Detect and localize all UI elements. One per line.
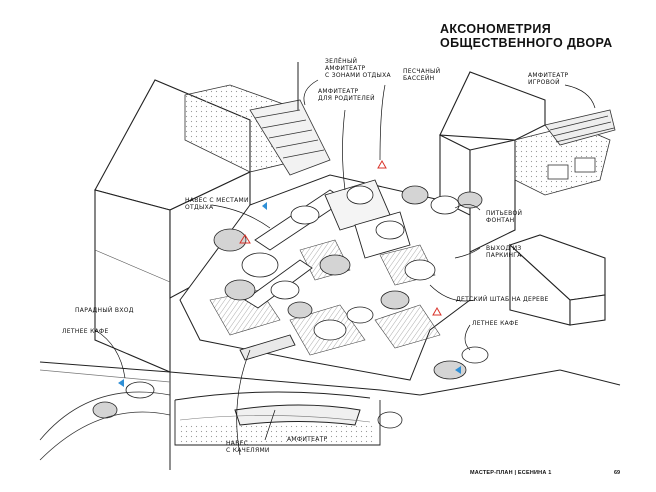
left-plaza <box>39 369 171 461</box>
footer-title: МАСТЕР-ПЛАН | ЕСЕНИНА 1 <box>470 470 552 476</box>
page-heading: АКСОНОМЕТРИЯ ОБЩЕСТВЕННОГО ДВОРА <box>440 22 613 50</box>
label-summer-cafe-left: ЛЕТНЕЕ КАФЕ <box>62 328 109 335</box>
label-canopy-swings: НАВЕС С КАЧЕЛЯМИ <box>226 440 270 454</box>
label-sand-pool: ПЕСЧАНЫЙ БАССЕЙН <box>403 68 441 82</box>
page-number: 69 <box>614 470 621 476</box>
front-amphitheatre <box>174 391 381 446</box>
leader-lines <box>94 79 596 456</box>
trees <box>92 185 489 429</box>
label-summer-cafe-right: ЛЕТНЕЕ КАФЕ <box>472 320 519 327</box>
label-amphitheatre-play: АМФИТЕАТР ИГРОВОЙ <box>528 72 569 86</box>
label-front-entrance: ПАРАДНЫЙ ВХОД <box>75 307 134 314</box>
left-terrace <box>184 62 331 176</box>
accent-markers <box>118 159 461 387</box>
heading-line-2: ОБЩЕСТВЕННОГО ДВОРА <box>440 36 613 50</box>
heading-line-1: АКСОНОМЕТРИЯ <box>440 22 552 36</box>
label-parking-exit: ВЫХОД ИЗ ПАРКИНГА <box>486 245 522 259</box>
label-green-amphitheatre: ЗЕЛЁНЫЙ АМФИТЕАТР С ЗОНАМИ ОТДЫХА <box>325 58 391 79</box>
label-canopy-seats: НАВЕС С МЕСТАМИ ОТДЫХА <box>185 197 249 211</box>
label-kids-treehouse: ДЕТСКИЙ ШТАБ НА ДЕРЕВЕ <box>456 296 549 303</box>
ground-outline <box>39 361 621 470</box>
label-drinking-fountain: ПИТЬЕВОЙ ФОНТАН <box>486 210 523 224</box>
label-amphitheatre-parents: АМФИТЕАТР ДЛЯ РОДИТЕЛЕЙ <box>318 88 375 102</box>
label-amphitheatre: АМФИТЕАТР <box>287 436 328 443</box>
right-terrace <box>514 109 616 196</box>
